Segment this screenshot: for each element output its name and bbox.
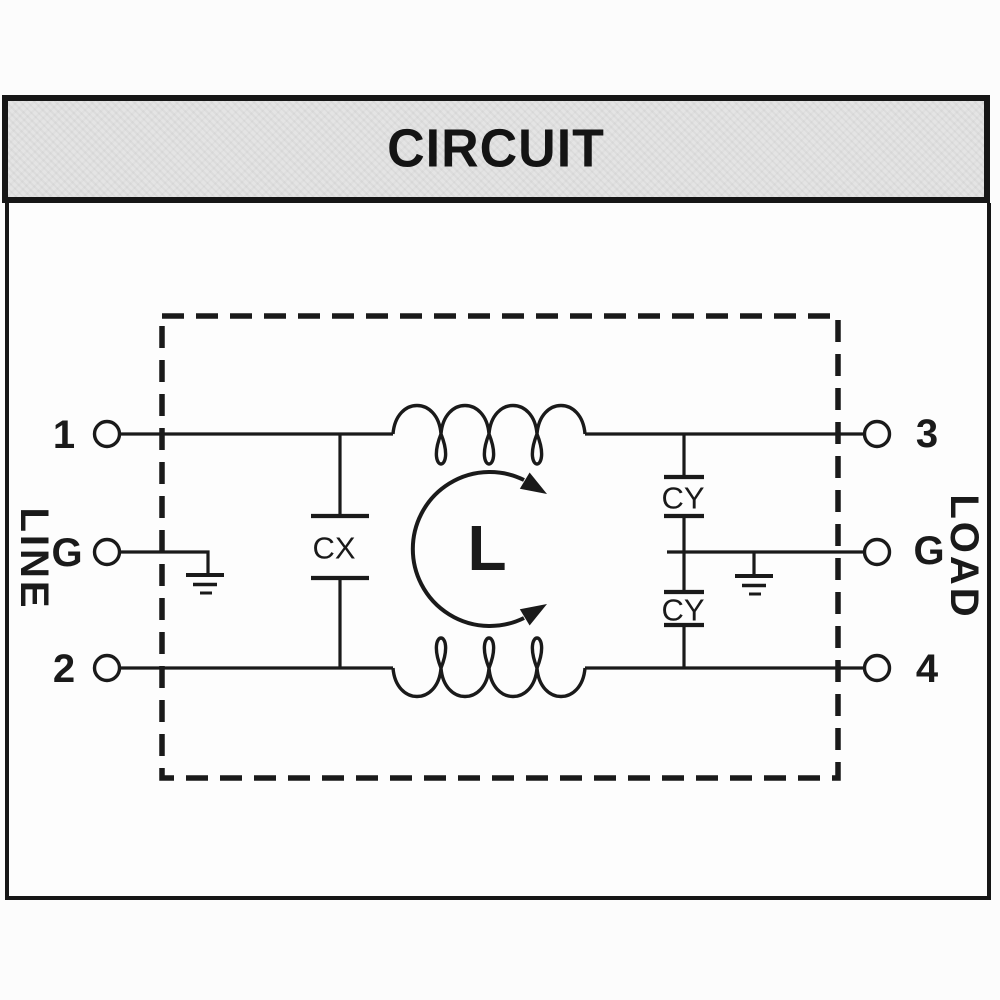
page-title: CIRCUIT [387, 118, 605, 180]
ground-line-right [667, 550, 865, 575]
cy-bottom-label: CY [661, 593, 704, 628]
terminal-1-label: 1 [53, 413, 75, 457]
cy-top-label: CY [661, 481, 704, 516]
choke-bottom-winding [391, 636, 587, 698]
arrowhead-bottom [519, 604, 547, 626]
title-bar: CIRCUIT [2, 95, 990, 203]
ground-line-left [119, 550, 210, 574]
terminal-g-line-label: G [51, 531, 82, 575]
terminal-g-line [92, 537, 122, 567]
choke-label: L [467, 512, 506, 584]
choke-top-winding [391, 404, 587, 466]
cy-capacitor-top [664, 434, 704, 592]
terminal-4 [862, 653, 892, 683]
terminal-1 [92, 419, 122, 449]
dashed-enclosure [159, 313, 841, 781]
ground-symbol-left [186, 573, 224, 595]
load-side-label: LOAD [942, 494, 986, 619]
terminal-3-label: 3 [916, 412, 938, 456]
terminal-3 [862, 419, 892, 449]
ground-symbol-right [735, 574, 773, 596]
terminal-g-load-label: G [913, 529, 944, 573]
coupling-arrow [410, 470, 547, 628]
terminal-4-label: 4 [916, 647, 939, 691]
cx-label: CX [312, 531, 355, 566]
cx-capacitor [311, 434, 369, 668]
terminal-g-load [862, 537, 892, 567]
terminal-2-label: 2 [53, 647, 75, 691]
terminal-2 [92, 653, 122, 683]
line-side-label: LINE [12, 507, 56, 610]
cy-capacitor-bottom [664, 589, 704, 668]
arrowhead-top [519, 472, 547, 494]
